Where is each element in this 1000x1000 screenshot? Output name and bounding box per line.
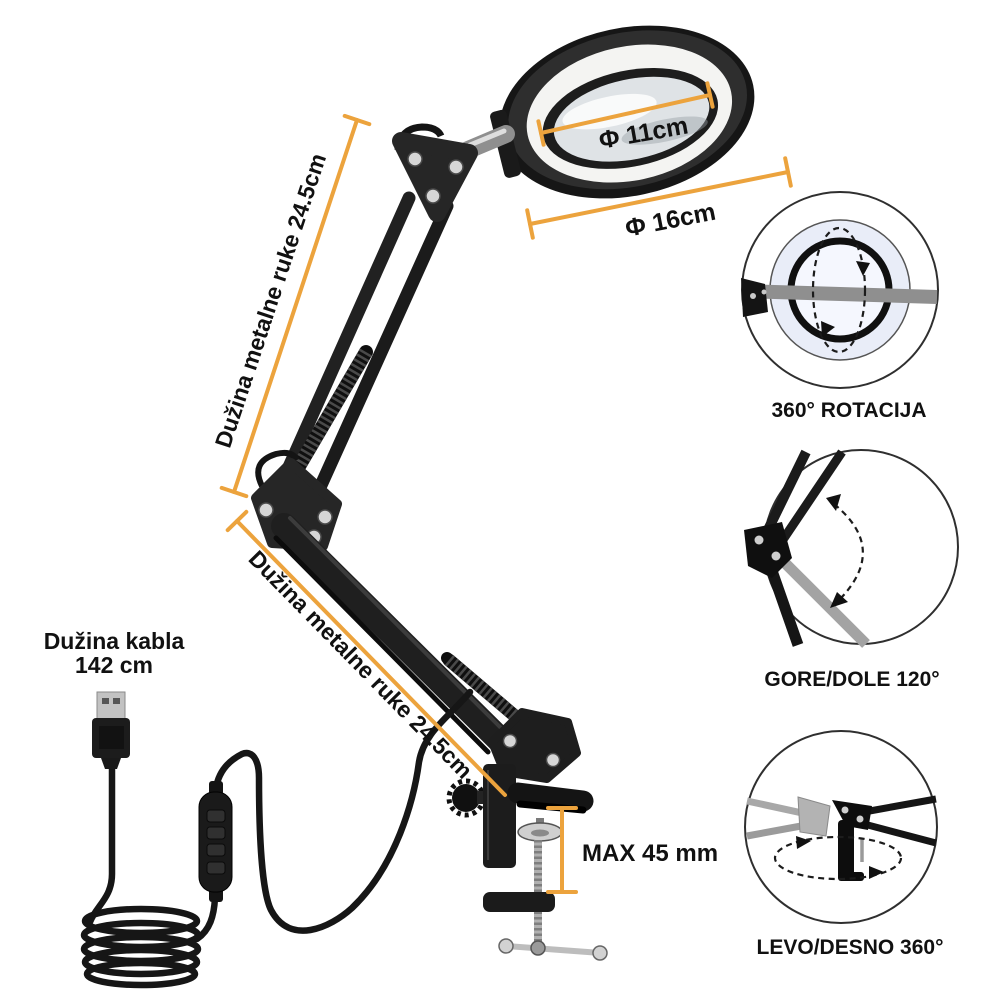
cable-length-label: Dužina kabla 142 cm	[44, 628, 185, 678]
rotation-arrow	[821, 321, 835, 337]
usb-metal-shell	[96, 691, 126, 720]
screw	[750, 293, 756, 299]
upper-arm-bar-back	[306, 199, 454, 510]
upper-arm-bar-front	[269, 191, 416, 503]
elbow-joint-small	[744, 522, 792, 578]
rotation-arrow	[856, 261, 870, 276]
t-handle-ball	[498, 938, 514, 954]
arm-top-view-bar	[742, 284, 938, 304]
tilt-arrow	[830, 592, 848, 608]
inline-controller	[198, 781, 233, 902]
arm-black-bar	[863, 795, 937, 816]
controller-neck-top	[209, 781, 223, 795]
usb-body-inset	[99, 726, 124, 749]
t-handle-ball	[592, 945, 608, 961]
t-handle-bar	[503, 943, 604, 956]
lower-arm-spring	[442, 653, 529, 729]
knob-stem	[477, 791, 487, 804]
screw	[502, 733, 518, 749]
screw	[425, 188, 441, 204]
swivel-path	[773, 835, 903, 881]
upper-arm	[269, 191, 454, 510]
adjustment-knob	[452, 784, 480, 812]
elbow-hook	[255, 449, 300, 488]
power-cable	[80, 688, 474, 989]
screw	[317, 509, 333, 525]
clamp-body-small	[838, 820, 854, 878]
lower-arm-label: Dužina metalne ruke 24.5cm	[244, 545, 478, 783]
lens-shadow	[621, 116, 708, 145]
cable-coil-loop	[81, 946, 201, 978]
screw	[545, 752, 561, 768]
t-handle-nut	[530, 940, 546, 956]
cable-coil-loop	[81, 905, 201, 937]
clamp-max-label: MAX 45 mm	[582, 840, 718, 867]
arm-black-bar	[863, 820, 937, 847]
feature-tilt-diagram: GORE/DOLE 120°	[744, 449, 959, 691]
table-clamp	[446, 764, 608, 961]
lamp-head	[499, 25, 755, 199]
tilt-arc	[833, 503, 864, 599]
usb-strain-relief	[101, 758, 121, 769]
arm-upper-bar	[772, 449, 846, 553]
screw	[448, 159, 464, 175]
feature-rotation-label: 360° ROTACIJA	[771, 399, 926, 422]
screw	[754, 535, 764, 545]
clamp-post	[483, 764, 516, 868]
clamp-bottom-jaw	[483, 892, 555, 912]
feature-swivel-diagram: LEVO/DESNO 360°	[744, 730, 944, 959]
tilt-arrow	[826, 494, 841, 511]
swivel-arrow	[869, 866, 884, 879]
cable-run	[86, 756, 116, 926]
ghost-bracket	[797, 796, 831, 837]
cable-length-value: 142 cm	[75, 652, 153, 678]
measurement-lower-arm: Dužina metalne ruke 24.5cm	[225, 509, 507, 797]
screw	[761, 289, 767, 295]
usb-body	[92, 718, 130, 758]
chrome-highlight	[467, 128, 507, 148]
lower-arm-seam	[273, 535, 491, 755]
upper-arm-spring-coils	[291, 348, 373, 472]
usb-plug	[92, 691, 130, 769]
controller-button	[206, 861, 226, 875]
lower-arm-bar	[271, 513, 513, 753]
pad-disc-center	[531, 829, 549, 837]
screw	[841, 806, 849, 814]
screw	[856, 815, 864, 823]
screw	[771, 551, 781, 561]
controller-button	[206, 809, 226, 823]
screw	[407, 151, 423, 167]
swivel-arrow	[796, 836, 811, 849]
feature-rotation-diagram: 360° ROTACIJA	[741, 191, 939, 422]
rotation-path	[811, 226, 867, 354]
clamp-bracket-small	[832, 800, 872, 830]
clamp-top-jaw	[507, 782, 594, 812]
measurement-clamp-opening: MAX 45 mm	[546, 806, 718, 894]
feature-tilt-label: GORE/DOLE 120°	[764, 668, 939, 691]
cable-run	[212, 688, 474, 934]
cable-coil-loop	[83, 959, 199, 989]
controller-body	[198, 791, 233, 893]
cable-length-title: Dužina kabla	[44, 628, 185, 654]
feature-swivel-label: LEVO/DESNO 360°	[757, 936, 944, 959]
usb-contact	[102, 698, 109, 704]
lens-highlight	[562, 93, 657, 130]
screw	[258, 502, 274, 518]
top-joint-bracket	[392, 123, 478, 222]
controller-button	[206, 843, 226, 857]
arm-lower-bar-ghost	[771, 549, 870, 648]
controller-button	[206, 826, 226, 840]
usb-contact	[113, 698, 120, 704]
